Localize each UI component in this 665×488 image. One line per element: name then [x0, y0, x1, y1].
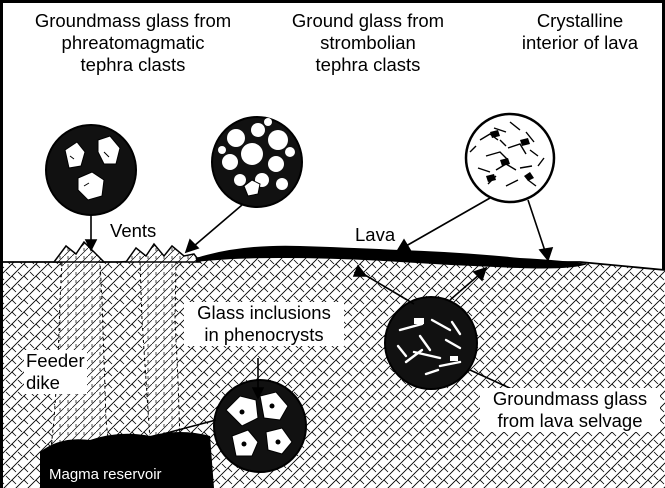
label-lava: Lava: [355, 224, 395, 246]
label-selvage: Groundmass glass from lava selvage: [480, 388, 660, 432]
strombolian-glass-circle: [212, 117, 302, 207]
phreatomagmatic-glass-circle: [46, 125, 136, 215]
label-feeder-dike-line1: Feeder: [24, 350, 87, 372]
label-phreatomagmatic-line1: Groundmass glass from: [14, 10, 252, 32]
label-glass-inclusions: Glass inclusions in phenocrysts: [184, 302, 344, 346]
label-glass-inclusions-line2: in phenocrysts: [184, 324, 344, 346]
label-selvage-line2: from lava selvage: [480, 410, 660, 432]
label-strombolian-line1: Ground glass from: [268, 10, 468, 32]
label-strombolian-line2: strombolian: [268, 32, 468, 54]
label-magma-reservoir: Magma reservoir: [46, 466, 165, 484]
label-vents: Vents: [110, 220, 156, 242]
label-crystalline: Crystalline interior of lava: [500, 10, 660, 54]
label-phreatomagmatic-line3: tephra clasts: [14, 54, 252, 76]
vent-cone-left: [54, 242, 104, 262]
label-feeder-dike: Feeder dike: [24, 350, 87, 394]
label-feeder-dike-line2: dike: [24, 372, 87, 394]
label-selvage-line1: Groundmass glass: [480, 388, 660, 410]
label-crystalline-line1: Crystalline: [500, 10, 660, 32]
crystalline-interior-circle: [466, 114, 554, 202]
label-phreatomagmatic: Groundmass glass from phreatomagmatic te…: [14, 10, 252, 76]
label-phreatomagmatic-line2: phreatomagmatic: [14, 32, 252, 54]
label-glass-inclusions-line1: Glass inclusions: [184, 302, 344, 324]
label-strombolian: Ground glass from strombolian tephra cla…: [268, 10, 468, 76]
label-strombolian-line3: tephra clasts: [268, 54, 468, 76]
selvage-glass-circle: [385, 297, 477, 389]
label-crystalline-line2: interior of lava: [500, 32, 660, 54]
